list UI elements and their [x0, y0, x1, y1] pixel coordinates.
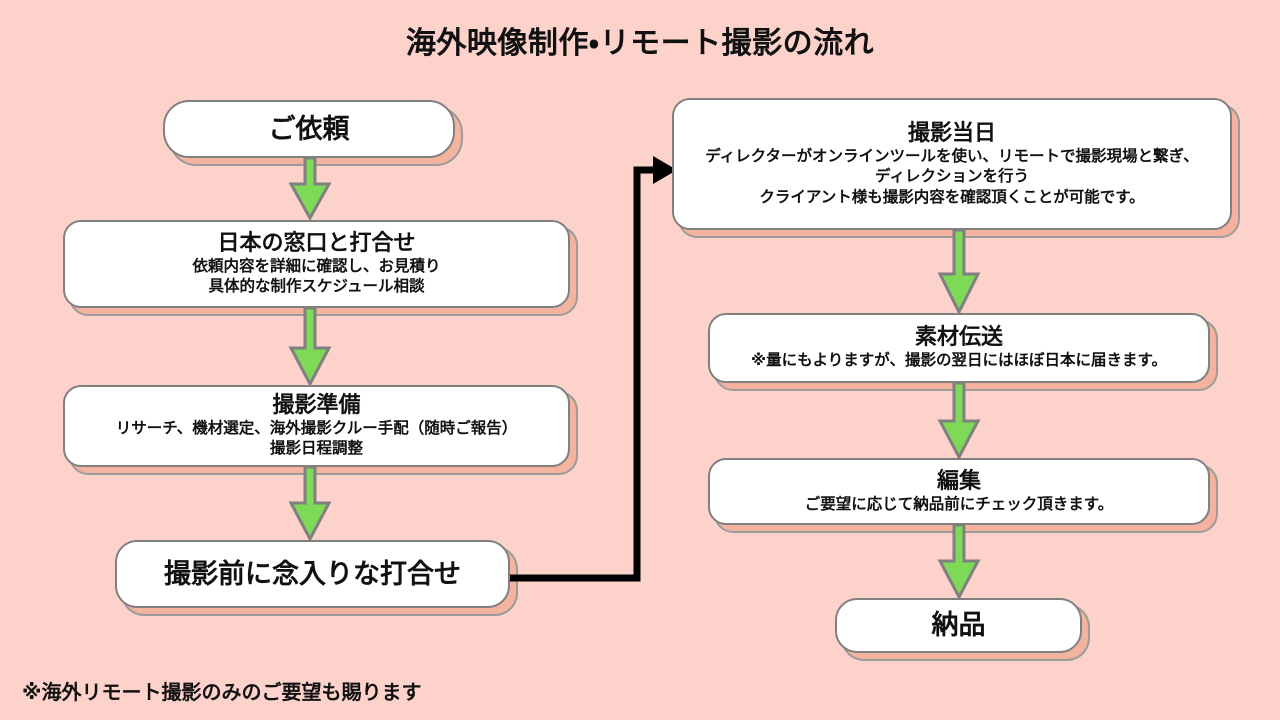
connector-arrow-to-shoot-day — [495, 150, 685, 595]
flow-node-material-transfer-desc-1: ※量にもよりますが、撮影の翌日にはほぼ日本に届きます。 — [751, 352, 1167, 370]
flow-node-shoot-prep-heading: 撮影準備 — [272, 392, 361, 418]
flow-node-editing-heading: 編集 — [936, 467, 981, 493]
flow-node-shoot-prep-desc-1: リサーチ、機材選定、海外撮影クルー手配（随時ご報告） — [115, 419, 518, 437]
arrow-down-icon-4 — [937, 230, 981, 314]
flow-node-delivery[interactable]: 納品 — [835, 598, 1082, 653]
arrow-down-icon-5 — [937, 383, 981, 459]
flow-node-request-heading: ご依頼 — [268, 113, 350, 144]
flow-node-japan-meeting-desc-2: 具体的な制作スケジュール相談 — [208, 278, 425, 296]
arrow-down-icon-3 — [288, 467, 332, 541]
flow-node-japan-meeting-heading: 日本の窓口と打合せ — [217, 230, 416, 256]
arrow-down-icon-1 — [288, 158, 332, 220]
arrow-down-icon-2 — [288, 308, 332, 386]
flow-node-shoot-day-desc-1: ディレクターがオンラインツールを使い、リモートで撮影現場と繋ぎ、 — [705, 147, 1199, 165]
flow-node-shoot-day-desc-2: ディレクションを行う — [875, 168, 1029, 186]
flow-node-shoot-day[interactable]: 撮影当日 ディレクターがオンラインツールを使い、リモートで撮影現場と繋ぎ、 ディ… — [672, 98, 1232, 230]
flow-node-delivery-heading: 納品 — [931, 610, 986, 641]
flow-node-pre-shoot-meeting-heading: 撮影前に念入りな打合せ — [164, 558, 461, 589]
flow-node-japan-meeting-desc-1: 依頼内容を詳細に確認し、お見積り — [192, 257, 441, 275]
flow-node-pre-shoot-meeting[interactable]: 撮影前に念入りな打合せ — [115, 540, 510, 608]
flow-node-editing[interactable]: 編集 ご要望に応じて納品前にチェック頂きます。 — [708, 458, 1210, 525]
flow-node-shoot-day-heading: 撮影当日 — [907, 119, 996, 145]
page-title: 海外映像制作・リモート撮影の流れ — [405, 27, 875, 60]
flow-node-material-transfer-heading: 素材伝送 — [914, 324, 1003, 350]
footnote-note: ※海外リモート撮影のみのご要望も賜ります — [22, 682, 422, 704]
flow-node-shoot-prep[interactable]: 撮影準備 リサーチ、機材選定、海外撮影クルー手配（随時ご報告） 撮影日程調整 — [63, 385, 570, 467]
arrow-down-icon-6 — [937, 525, 981, 599]
flow-node-shoot-day-desc-3: クライアント様も撮影内容を確認頂くことが可能です。 — [759, 188, 1145, 206]
flow-node-shoot-prep-desc-2: 撮影日程調整 — [269, 440, 363, 458]
flow-node-material-transfer[interactable]: 素材伝送 ※量にもよりますが、撮影の翌日にはほぼ日本に届きます。 — [708, 313, 1210, 383]
flow-node-japan-meeting[interactable]: 日本の窓口と打合せ 依頼内容を詳細に確認し、お見積り 具体的な制作スケジュール相… — [63, 220, 570, 308]
flow-node-request[interactable]: ご依頼 — [163, 100, 455, 158]
flow-node-editing-desc-1: ご要望に応じて納品前にチェック頂きます。 — [804, 495, 1114, 513]
